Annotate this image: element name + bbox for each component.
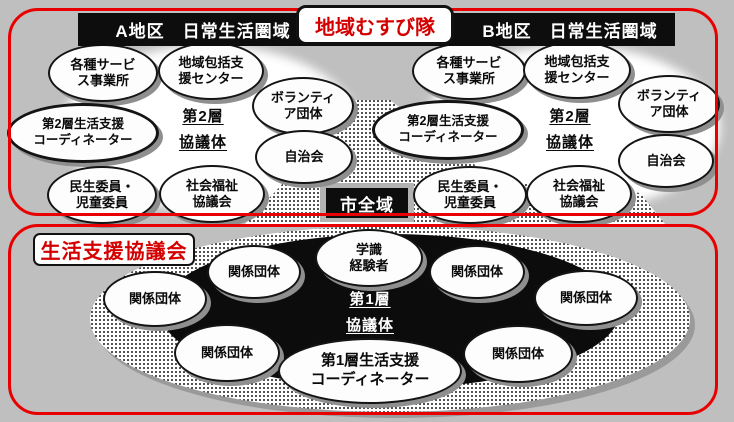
ellipse-welfare-commissioners-a: 民生委員・ 児童委員 bbox=[47, 166, 157, 224]
ellipse-community-support-center-b: 地域包括支 援センター bbox=[523, 41, 631, 99]
ellipse-tier1-coordinator: 第1層生活支援 コーディネーター bbox=[278, 338, 462, 404]
ellipse-various-service-providers-a: 各種サービ ス事業所 bbox=[48, 44, 158, 102]
ellipse-social-welfare-council-a: 社会福祉 協議会 bbox=[159, 165, 265, 223]
ellipse-tier2-coordinator-b: 第2層生活支援 コーディネーター bbox=[372, 100, 524, 160]
ellipse-volunteer-groups-b: ボランティ ア団体 bbox=[618, 75, 720, 133]
ellipse-related-org-lower-right: 関係団体 bbox=[463, 325, 573, 383]
ellipse-related-org-lower-left: 関係団体 bbox=[174, 324, 280, 382]
tier2-council-label-b: 第2層 協議体 bbox=[545, 108, 594, 152]
ellipse-academic-experts: 学識 経験者 bbox=[315, 229, 423, 287]
life-support-council-badge: 生活支援協議会 bbox=[33, 233, 195, 266]
ellipse-related-org-upper-right: 関係団体 bbox=[429, 245, 525, 299]
district-b-header: B地区 日常生活圏域 bbox=[482, 22, 658, 41]
ellipse-neighborhood-association-b: 自治会 bbox=[618, 134, 714, 188]
ellipse-community-support-center-a: 地域包括支 援センター bbox=[158, 42, 264, 100]
ellipse-related-org-left: 関係団体 bbox=[103, 271, 207, 327]
chiiki-musubi-tai-badge: 地域むすび隊 bbox=[296, 5, 454, 45]
district-a-header: A地区 日常生活圏域 bbox=[115, 22, 291, 41]
ellipse-tier2-coordinator-a: 第2層生活支援 コーディネーター bbox=[7, 103, 159, 163]
ellipse-related-org-upper-left: 関係団体 bbox=[207, 245, 301, 299]
city-wide-label: 市全域 bbox=[326, 188, 408, 218]
tier1-council-label: 第1層 協議体 bbox=[345, 291, 394, 335]
ellipse-volunteer-groups-a: ボランティ ア団体 bbox=[252, 77, 354, 135]
tier2-council-label-a: 第2層 協議体 bbox=[178, 108, 227, 152]
ellipse-welfare-commissioners-b: 民生委員・ 児童委員 bbox=[413, 166, 527, 224]
ellipse-various-service-providers-b: 各種サービ ス事業所 bbox=[412, 42, 526, 100]
ellipse-social-welfare-council-b: 社会福祉 協議会 bbox=[526, 165, 632, 223]
ellipse-related-org-right: 関係団体 bbox=[534, 270, 638, 326]
ellipse-neighborhood-association-a: 自治会 bbox=[255, 130, 353, 184]
